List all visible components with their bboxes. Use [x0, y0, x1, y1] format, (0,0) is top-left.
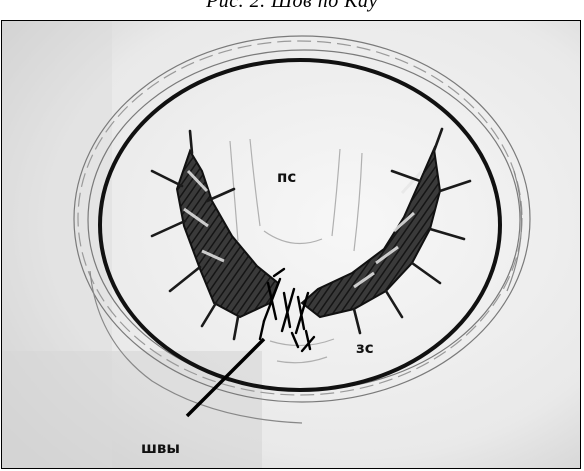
figure-caption: Рис. 2. Шов по Kay — [0, 0, 584, 13]
label-sutures: швы — [141, 439, 180, 457]
valve-sketch — [2, 21, 581, 469]
figure-caption-strip: Рис. 2. Шов по Kay — [0, 0, 584, 20]
figure-frame: пс зс швы — [1, 20, 581, 469]
label-posterior-leaflet: зс — [356, 339, 374, 357]
shadow-left — [2, 21, 112, 469]
label-anterior-leaflet: пс — [277, 168, 296, 186]
